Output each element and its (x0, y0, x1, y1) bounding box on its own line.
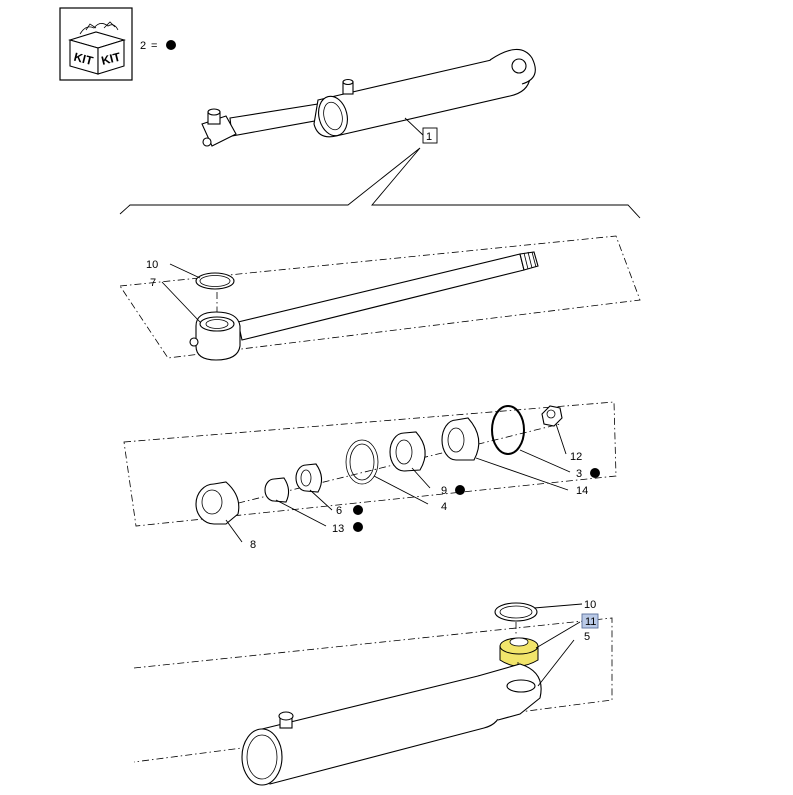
callout-11: 11 (585, 616, 596, 628)
callout-10-bottom: 10 (584, 599, 596, 611)
callout-9: 9 (441, 485, 447, 497)
kit-box-icon: KIT KIT (68, 21, 126, 75)
section-barrel (133, 602, 613, 786)
kit-dot-icon (353, 505, 363, 515)
callout-12: 12 (570, 451, 582, 463)
kit-ref-number: 2 (140, 40, 146, 52)
callout-13: 13 (332, 523, 344, 535)
section-rod (119, 235, 641, 361)
highlighted-bushing (499, 637, 539, 667)
highlight-box (581, 613, 599, 629)
kit-dot-icon (353, 522, 363, 532)
callout-4: 4 (441, 501, 447, 513)
kit-dot-icon (455, 485, 465, 495)
section-seals (123, 401, 617, 543)
callout-1: 1 (426, 131, 432, 143)
callout-5: 5 (584, 631, 590, 643)
kit-dot-icon (166, 40, 176, 50)
callout-10-top: 10 (146, 259, 158, 271)
kit-legend: KIT KIT 2 = (59, 7, 176, 81)
kit-equals: = (151, 40, 157, 52)
callout-3: 3 (576, 468, 582, 480)
callout-6: 6 (336, 505, 342, 517)
callout-14: 14 (576, 485, 588, 497)
callout-8: 8 (250, 539, 256, 551)
kit-label-left: KIT (72, 50, 95, 68)
kit-label-right: KIT (100, 50, 123, 68)
callout-7: 7 (150, 277, 156, 289)
kit-dot-icon (590, 468, 600, 478)
assembled-cylinder (201, 48, 536, 147)
